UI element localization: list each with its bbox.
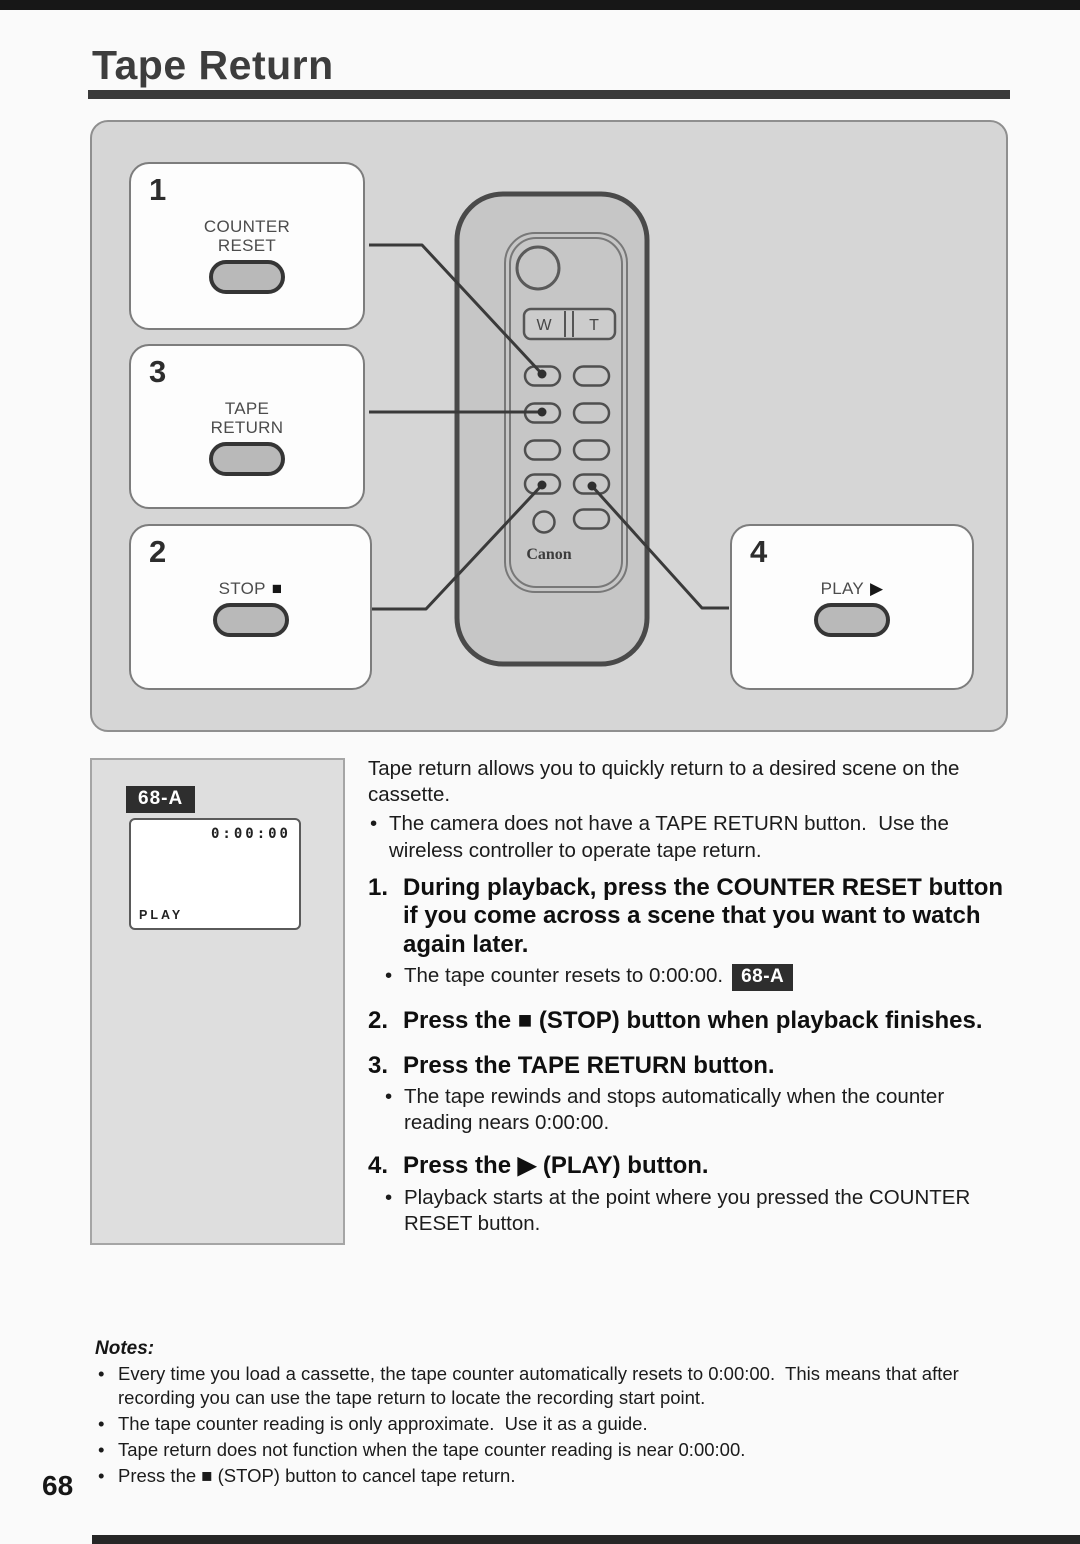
bullet-glyph: • (98, 1363, 105, 1384)
diagram-panel: 1 COUNTER RESET 3 TAPE RETURN 2 STOP■ (90, 120, 1008, 732)
note-item: • Every time you load a cassette, the ta… (95, 1362, 1023, 1410)
step-1-heading: 1. During playback, press the COUNTER RE… (368, 873, 1004, 958)
bullet-glyph: • (98, 1413, 105, 1435)
remote-key-play (572, 473, 611, 495)
figure-badge: 68-A (126, 786, 196, 813)
bullet-glyph: • (98, 1465, 105, 1487)
callout-number: 2 (149, 534, 167, 569)
remote-key (572, 508, 611, 530)
bullet-glyph: • (370, 812, 378, 836)
note-item: • Tape return does not function when the… (95, 1438, 1023, 1462)
notes-heading: Notes: (95, 1338, 155, 1359)
callout-box-counter-reset: 1 COUNTER RESET (129, 162, 365, 330)
button-label: TAPE RETURN (210, 399, 284, 438)
button-label: PLAY▶ (820, 579, 884, 598)
remote-transmitter-circle (515, 245, 561, 291)
zoom-rocker (522, 307, 617, 341)
step-number: 2. (368, 1007, 389, 1035)
remote-key (572, 402, 611, 424)
intro-paragraph: Tape return allows you to quickly return… (368, 757, 960, 807)
play-button (814, 603, 890, 638)
stop-square-icon: ■ (271, 579, 283, 598)
remote-key (572, 439, 611, 461)
intro-bullet: • The camera does not have a TAPE RETURN… (368, 811, 1018, 863)
notes-section: Notes: • Every time you load a cassette,… (95, 1338, 1023, 1488)
callout-number: 1 (149, 172, 167, 207)
tape-counter-readout: 0:00:00 (210, 826, 291, 842)
page-number: 68 (42, 1470, 74, 1501)
bullet-glyph: • (98, 1439, 105, 1461)
callout-box-tape-return: 3 TAPE RETURN (129, 344, 365, 509)
button-label: COUNTER RESET (203, 217, 291, 256)
step-number: 1. (368, 873, 389, 901)
callout-leader-lines (369, 243, 729, 611)
bullet-glyph: • (385, 963, 393, 987)
stop-button (212, 603, 289, 638)
playback-mode-indicator: PLAY (139, 908, 184, 922)
remote-key (572, 365, 611, 387)
button-label: STOP■ (218, 579, 283, 598)
remote-key-stop (523, 473, 562, 495)
callout-number: 4 (750, 534, 768, 569)
screen-example-panel: 68-A 0:00:00 PLAY (90, 758, 345, 1245)
callout-box-stop: 2 STOP■ (129, 524, 372, 690)
remote-key (523, 365, 562, 387)
step-4-bullet: • Playback starts at the point where you… (368, 1185, 1018, 1237)
remote-key (523, 439, 562, 461)
step-2-heading: 2. Press the ■ (STOP) button when playba… (368, 1007, 983, 1035)
remote-body (454, 191, 650, 667)
remote-key (523, 402, 562, 424)
note-item: • Press the ■ (STOP) button to cancel ta… (95, 1464, 1023, 1488)
title-rule (88, 90, 1010, 99)
step-3-heading: 3. Press the TAPE RETURN button. (368, 1051, 775, 1079)
callout-number: 3 (149, 354, 167, 389)
bullet-glyph: • (385, 1084, 393, 1108)
leader-line-dots (537, 369, 597, 491)
step-number: 4. (368, 1152, 389, 1180)
brand-logo: Canon (526, 546, 571, 563)
remote-key-round (532, 510, 556, 534)
counter-reset-button (209, 260, 285, 295)
tape-return-button (209, 442, 285, 477)
page-title: Tape Return (92, 42, 334, 88)
instructions-column: Tape return allows you to quickly return… (368, 756, 1018, 1237)
scan-edge-bottom (92, 1535, 1080, 1544)
zoom-tele-label: T (589, 317, 599, 334)
scan-edge-top (0, 0, 1080, 10)
callout-box-play: 4 PLAY▶ (730, 524, 974, 690)
step-3-bullet: • The tape rewinds and stops automatical… (368, 1084, 1018, 1136)
play-triangle-icon: ▶ (870, 579, 884, 598)
figure-badge-inline: 68-A (732, 963, 794, 992)
zoom-wide-label: W (536, 317, 552, 334)
viewfinder-screen: 0:00:00 PLAY (129, 818, 301, 930)
step-number: 3. (368, 1051, 389, 1079)
note-item: • The tape counter reading is only appro… (95, 1412, 1023, 1436)
bullet-glyph: • (385, 1185, 393, 1209)
step-1-bullet: • The tape counter resets to 0:00:00.68-… (368, 963, 1018, 992)
step-4-heading: 4. Press the ▶ (PLAY) button. (368, 1152, 709, 1180)
